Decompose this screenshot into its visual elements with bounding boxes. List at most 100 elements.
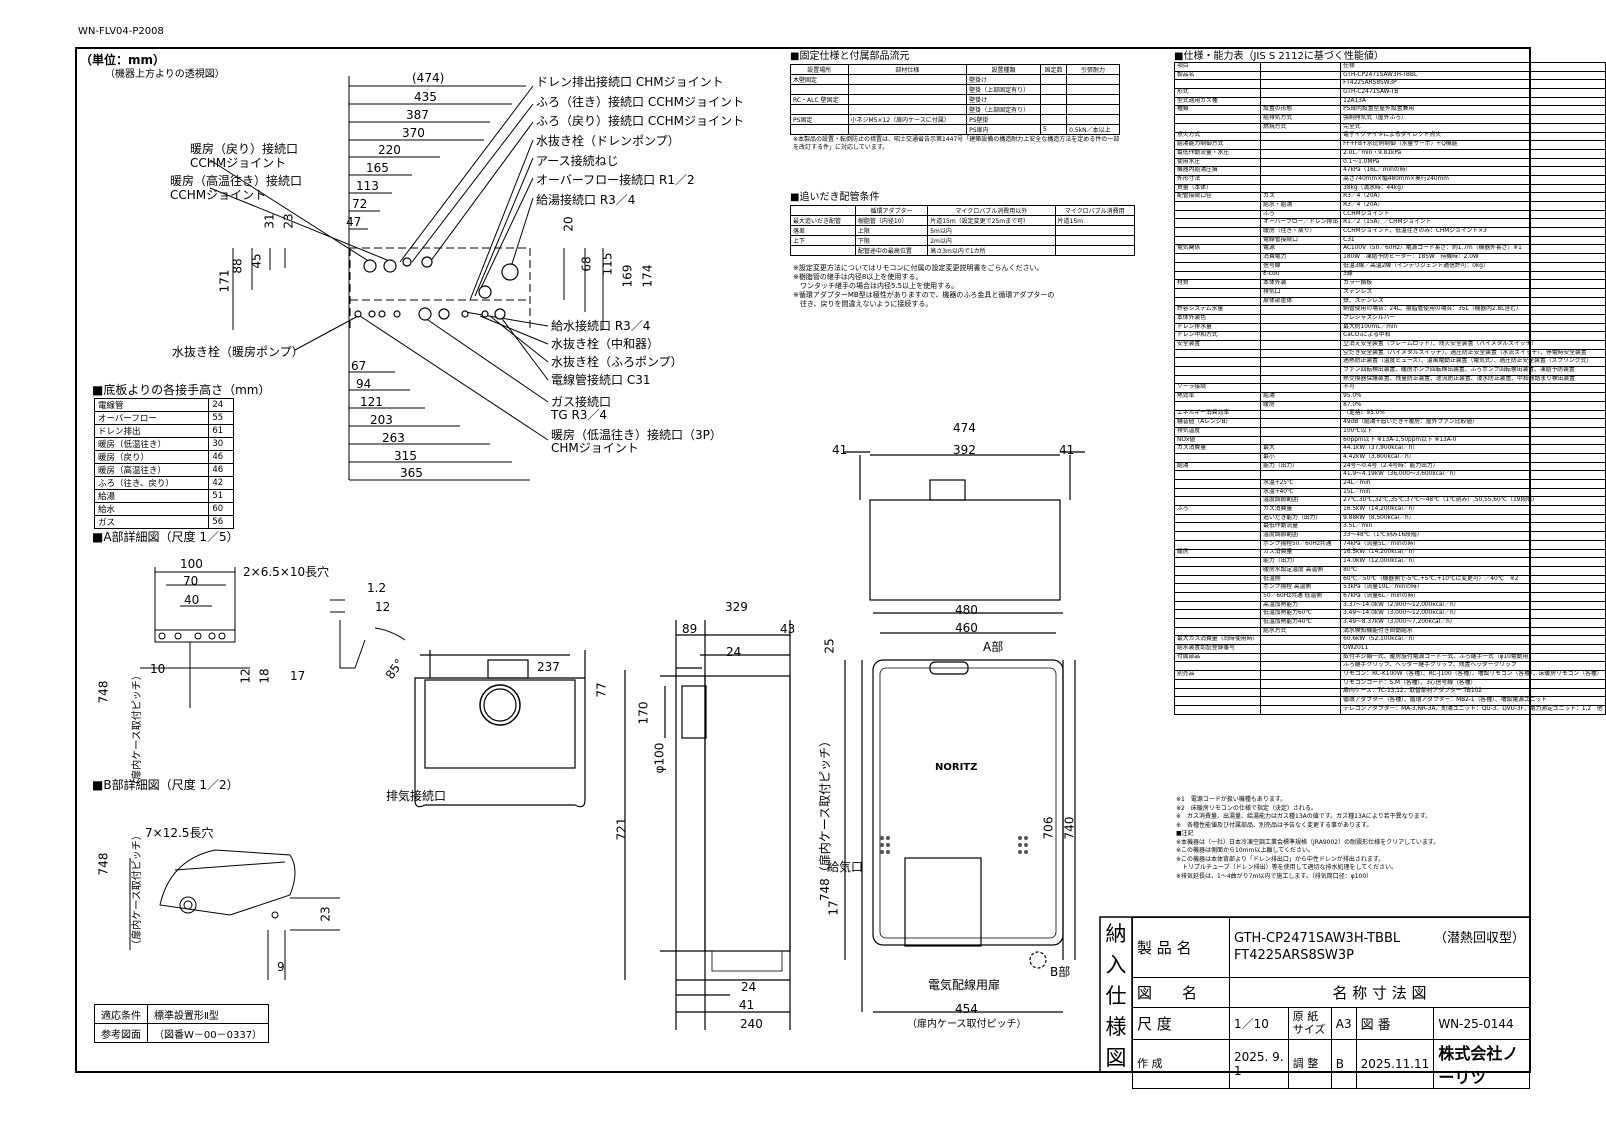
dim-label: 329 xyxy=(725,600,748,614)
spec-cell xyxy=(1173,574,1262,585)
spec-cell xyxy=(1260,340,1342,350)
spec-cell xyxy=(1260,418,1342,428)
side-view-drawing xyxy=(624,620,791,1030)
spec-cell: 形式 xyxy=(1173,88,1262,98)
spec-cell xyxy=(1260,313,1342,324)
spec-cell: 暖房 xyxy=(1260,400,1342,411)
spec-cell xyxy=(1173,218,1262,229)
fixing-cell: PS固定 xyxy=(790,114,849,125)
paper-value: A3 xyxy=(1330,1007,1357,1040)
spec-cell xyxy=(1260,644,1342,654)
spec-cell xyxy=(1260,183,1342,194)
dim-label: 315 xyxy=(394,449,417,463)
dim-label: 748 xyxy=(96,680,111,704)
spec-cell: 強制排気式（屋外ふろ） xyxy=(1340,114,1606,124)
spec-cell: 能力（出力） xyxy=(1260,557,1342,567)
detail-a-title: ■A部詳細図（尺度 1／5） xyxy=(92,530,239,544)
piping-cell xyxy=(1054,225,1135,236)
fixing-cell: RC・ALC 壁固定 xyxy=(790,94,849,105)
spec-cell xyxy=(1260,70,1342,81)
spec-cell xyxy=(1173,374,1262,385)
connection-label: 水抜き栓（暖房ポンプ） xyxy=(172,345,304,359)
spec-cell: 項目 xyxy=(1173,62,1262,72)
spec-cell xyxy=(1260,96,1342,107)
spec-cell: 低温加熱能力60℃ xyxy=(1260,609,1342,619)
spec-note: ■注記 xyxy=(1176,830,1194,837)
drawing-number: WN-25-0144 xyxy=(1433,1007,1530,1040)
fixing-cell xyxy=(847,84,968,95)
spec-cell: 41.9～4.19kW（36,000～3,600kcal／h） xyxy=(1340,470,1606,480)
made-label: 作 成 xyxy=(1132,1039,1230,1089)
heights-label: ドレン排出 xyxy=(93,424,210,438)
spec-row: 扉内ケース：TC-13,12、取替部材アダプター TB102 xyxy=(1173,687,1606,698)
spec-cell: 完全式 xyxy=(1340,122,1606,133)
spec-cell: 給水方式 xyxy=(1260,626,1342,637)
spec-cell: NOx値 xyxy=(1173,435,1262,446)
spec-cell: 低温加熱能力40℃ xyxy=(1260,618,1342,628)
spec-cell: 取付ネジ類一式、暖房旋付電源コード一式、ふろ継手一式（φ10電動用） xyxy=(1340,652,1606,663)
spec-row: 熱交換器保護装置、残量防止装置、逆流防止装置、浸水防止装置、中和器詰まり検出装置 xyxy=(1173,374,1606,385)
spec-cell: 暖房 xyxy=(1173,548,1262,559)
spec-cell: 本体外装 xyxy=(1260,279,1342,289)
spec-cell: CaCO₃による中和 xyxy=(1340,331,1606,341)
spec-cell: 本体外装色 xyxy=(1173,313,1262,324)
fixing-row: 壁掛（上部固定有り） xyxy=(790,84,1120,95)
spec-cell xyxy=(1173,678,1262,689)
spec-cell: 給湯能力制御方式 xyxy=(1173,140,1262,150)
dim-label: 7×12.5長穴 xyxy=(145,826,214,840)
drawing-name: 名 称 寸 法 図 xyxy=(1229,977,1530,1008)
spec-cell: 満水検知機能付き自動給水 xyxy=(1340,626,1606,637)
spec-cell: 信号線 xyxy=(1260,261,1342,272)
spec-cell xyxy=(1260,157,1342,168)
connection-label: 暖房（低温往き）接続口（3P） xyxy=(551,428,722,442)
spec-cell: 高温加熱能力 xyxy=(1260,600,1342,611)
spec-cell xyxy=(1260,426,1342,437)
spec-cell: 仕様 xyxy=(1340,62,1606,72)
spec-cell xyxy=(1173,227,1262,237)
spec-cell: 騒音値（AレンジB） xyxy=(1173,418,1262,428)
piping-cell: 配管途中の最高位置 xyxy=(854,245,929,256)
title-side-char: 仕 xyxy=(1105,983,1127,1008)
spec-row: 燃焼方式完全式 xyxy=(1173,122,1606,133)
dim-label: 365 xyxy=(400,466,423,480)
spec-cell xyxy=(1260,470,1342,480)
dim-label: 43 xyxy=(780,622,796,636)
dim-label: 263 xyxy=(382,431,405,445)
spec-cell: 設置の形態 xyxy=(1260,105,1342,116)
spec-cell: 4.42kW（3,800kcal／h） xyxy=(1340,452,1606,463)
spec-row: 安全装置立消え安全装置（フレームロッド）、残火安全装置（バイメタルスイッチ） xyxy=(1173,340,1606,350)
spec-cell: R3／4（20A） xyxy=(1340,201,1606,211)
spec-cell: ガス xyxy=(1260,192,1342,202)
spec-cell xyxy=(1173,470,1262,480)
dim-label: 77 xyxy=(594,682,609,698)
spec-cell xyxy=(1173,704,1262,715)
spec-cell: 電線管接続口 xyxy=(1260,235,1342,246)
spec-note: ※1 電源コードが扱い機種もあります。 xyxy=(1176,796,1287,803)
heights-value: 46 xyxy=(208,450,234,464)
fixing-cell xyxy=(1039,94,1068,105)
dim-label: 435 xyxy=(414,90,437,104)
dim-label: 480 xyxy=(955,603,978,617)
spec-cell: 電気関係 xyxy=(1173,244,1262,255)
spec-cell xyxy=(1260,652,1342,663)
spec-row: 空だき安全装置（バイメタルスイッチ）、過圧防止安全装置（水流スイッチ）、停電時安… xyxy=(1173,348,1606,359)
spec-cell xyxy=(1173,400,1262,411)
piping-cell: 樹脂管（内径10） xyxy=(854,215,929,226)
dim-label: 2×6.5×10長穴 xyxy=(243,565,330,579)
spec-cell: 別売品 xyxy=(1173,670,1262,680)
piping-cell: 下限 xyxy=(854,235,929,246)
dim-label: 387 xyxy=(406,108,429,122)
heights-label: 暖房（高温往き） xyxy=(93,463,210,477)
piping-header xyxy=(790,205,856,216)
